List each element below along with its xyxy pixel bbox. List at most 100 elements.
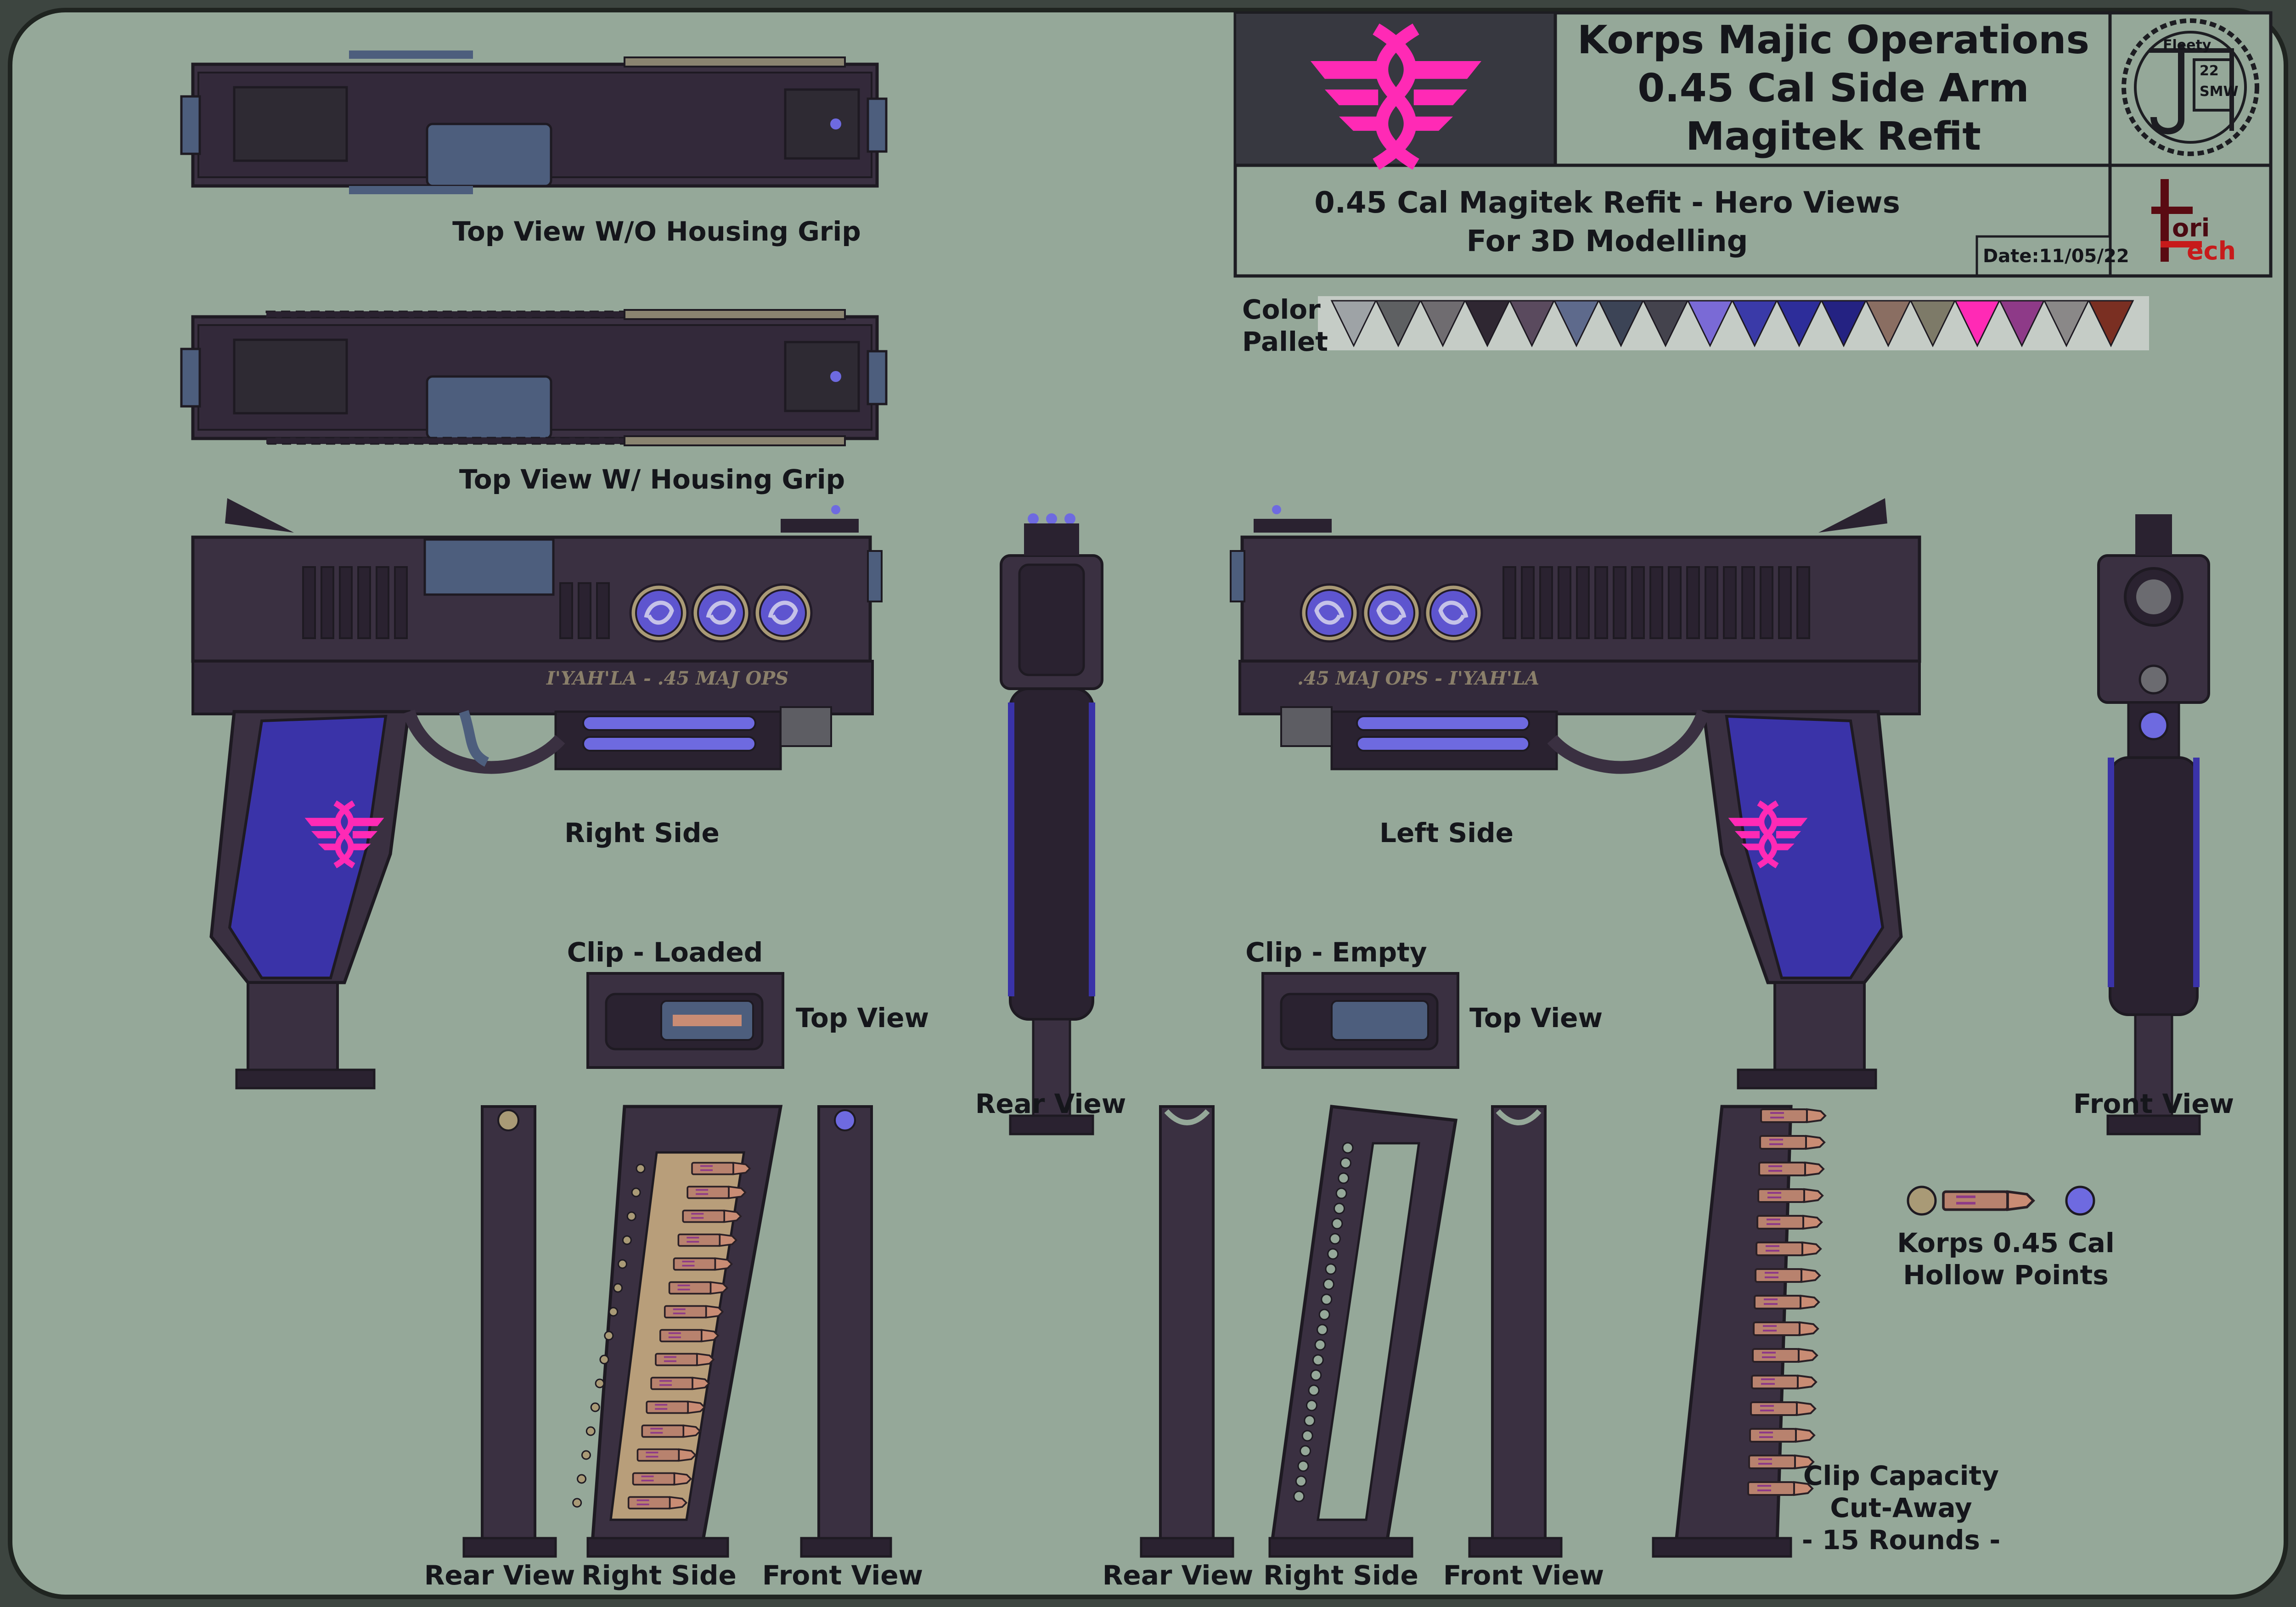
cartridge: [655, 1353, 715, 1366]
label-mag-loaded-front: Front View: [762, 1560, 923, 1591]
witness-hole: [1331, 1218, 1343, 1230]
pallet-swatch: [1909, 300, 1956, 348]
mag-empty-front-view: [1468, 1105, 1563, 1558]
witness-hole: [595, 1378, 605, 1388]
pallet-swatch: [1776, 300, 1823, 348]
cartridge: [1751, 1375, 1817, 1389]
label-clip-empty: Clip - Empty: [1245, 937, 1427, 968]
top-view-without-grip: [180, 51, 888, 194]
title-block: [1233, 11, 2273, 278]
top-view-with-grip: [180, 309, 888, 446]
pallet-swatch: [1464, 300, 1511, 348]
document-subtitle: 0.45 Cal Magitek Refit - Hero Views For …: [1240, 184, 1975, 261]
stamp-text-2: 22: [2200, 63, 2219, 79]
hollow-point-round-views: [1907, 1186, 2095, 1216]
maker-logo-text-2: ech: [2187, 236, 2236, 265]
cartridge: [1759, 1135, 1825, 1150]
engraving-right-side: I'YAH'LA - .45 MAJ OPS: [546, 668, 789, 689]
witness-hole: [577, 1474, 587, 1484]
pallet-swatch: [1687, 300, 1733, 348]
pistol-front-view: [2097, 514, 2210, 1135]
witness-hole: [1317, 1324, 1328, 1336]
cartridge: [646, 1400, 705, 1414]
cartridge: [673, 1257, 733, 1271]
witness-hole: [631, 1187, 641, 1197]
cartridge: [687, 1186, 746, 1199]
color-pallet: [1318, 296, 2149, 350]
witness-hole: [1301, 1430, 1313, 1442]
pallet-swatch: [1820, 300, 1867, 348]
cartridge: [1753, 1321, 1819, 1336]
witness-hole: [1321, 1293, 1333, 1305]
title-line-2: 0.45 Cal Side Arm: [1638, 66, 2029, 111]
pallet-swatch: [2088, 300, 2134, 348]
cartridge: [1760, 1108, 1826, 1123]
label-mag-empty-rear: Rear View: [1102, 1560, 1254, 1591]
pallet-label-2: Pallet: [1242, 326, 1328, 357]
subtitle-line-2: For 3D Modelling: [1466, 225, 1748, 258]
label-ammo-line-1: Korps 0.45 Cal: [1897, 1227, 2115, 1259]
stamp-text-1: Fleety: [2163, 37, 2212, 53]
witness-hole: [1342, 1142, 1354, 1154]
witness-hole: [1314, 1339, 1326, 1351]
pallet-swatch: [1998, 300, 2045, 348]
pallet-swatch: [1553, 300, 1600, 348]
label-capacity-line-3: - 15 Rounds -: [1801, 1524, 2001, 1556]
pistol-right-side: [191, 498, 883, 1090]
cartridge: [636, 1448, 697, 1462]
witness-hole: [1297, 1460, 1309, 1472]
label-mag-loaded-rear: Rear View: [424, 1560, 575, 1591]
witness-hole: [572, 1498, 582, 1508]
label-front-view: Front View: [2073, 1088, 2234, 1119]
cartridge: [682, 1209, 742, 1223]
maker-logo: [2151, 179, 2202, 262]
witness-hole: [636, 1163, 646, 1174]
mag-empty-right-side: [1268, 1105, 1458, 1558]
cartridge: [1752, 1348, 1818, 1363]
pallet-swatch: [1330, 300, 1377, 348]
cartridge: [691, 1162, 751, 1175]
witness-hole: [599, 1354, 609, 1365]
witness-hole: [1339, 1157, 1351, 1169]
label-capacity-line-1: Clip Capacity: [1803, 1460, 1999, 1491]
title-line-3: Magitek Refit: [1685, 114, 1981, 159]
witness-hole: [1312, 1354, 1324, 1366]
cartridge: [1757, 1188, 1823, 1203]
label-mag-empty-front: Front View: [1443, 1560, 1604, 1591]
cartridge: [659, 1329, 719, 1343]
label-top-view-without-grip: Top View W/O Housing Grip: [452, 216, 861, 247]
witness-hole: [1322, 1278, 1334, 1290]
label-clip-top-view-loaded: Top View: [796, 1002, 929, 1034]
witness-hole: [1295, 1475, 1307, 1487]
witness-hole: [585, 1426, 596, 1436]
label-rear-view: Rear View: [975, 1088, 1126, 1119]
cartridge: [1755, 1268, 1821, 1283]
witness-hole: [604, 1331, 614, 1341]
witness-hole: [1304, 1415, 1316, 1427]
witness-hole: [626, 1211, 636, 1221]
cartridge: [1756, 1242, 1822, 1256]
maker-logo-text-1: ori: [2172, 214, 2210, 242]
clip-loaded-top-view: [586, 972, 784, 1069]
pistol-rear-view: [1000, 513, 1103, 1135]
label-ammo-line-2: Hollow Points: [1903, 1259, 2109, 1291]
witness-hole: [1308, 1384, 1320, 1396]
pistol-left-side: [1230, 498, 1921, 1090]
cartridge: [677, 1233, 737, 1247]
witness-hole: [1329, 1233, 1341, 1245]
pallet-swatch: [2043, 300, 2090, 348]
witness-hole: [1318, 1309, 1330, 1320]
cartridge: [668, 1281, 728, 1295]
pallet-swatch: [1642, 300, 1689, 348]
cartridge: [1754, 1295, 1820, 1309]
label-mag-empty-right: Right Side: [1263, 1560, 1418, 1591]
document-title: Korps Majic Operations 0.45 Cal Side Arm…: [1559, 16, 2108, 161]
pallet-swatch: [1865, 300, 1912, 348]
witness-hole: [1325, 1263, 1337, 1275]
label-capacity-line-2: Cut-Away: [1830, 1492, 1972, 1523]
witness-hole: [1338, 1172, 1350, 1184]
cartridge: [664, 1305, 724, 1319]
witness-hole: [613, 1283, 623, 1293]
label-left-side: Left Side: [1379, 817, 1514, 848]
cartridge: [627, 1496, 687, 1510]
